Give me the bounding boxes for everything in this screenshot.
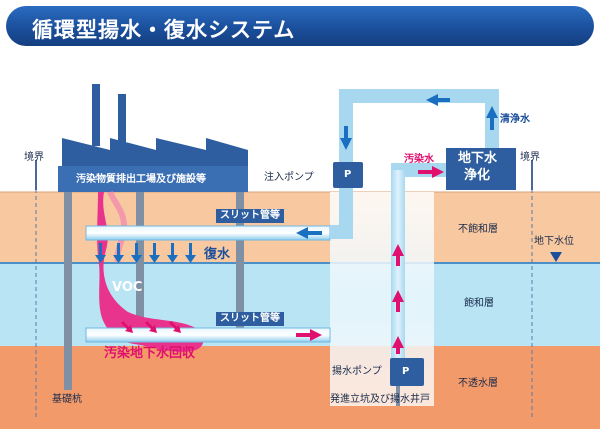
arrow-left-icon [426, 94, 438, 106]
contaminated-water-label: 汚染水 [404, 154, 434, 165]
title-bar: 循環型揚水・復水システム [6, 6, 594, 46]
pumping-pump-label: 揚水ポンプ [332, 366, 382, 377]
injection-pump-label: 注入ポンプ [264, 172, 314, 183]
saturated-layer-label: 飽和層 [464, 298, 494, 309]
slit-pipe-lower [85, 327, 331, 343]
arrow-down-icon [340, 138, 352, 150]
clean-water-label: 清浄水 [500, 114, 530, 125]
arrow-up-icon [486, 106, 498, 118]
slit-pipe-lower-label: スリット管等 [216, 312, 284, 326]
injection-drop-pipe [330, 176, 353, 239]
injection-pump-box [333, 162, 363, 188]
boundary-label-right: 境界 [520, 152, 540, 163]
purification-box [446, 148, 516, 190]
arrow-down-icon [344, 126, 348, 138]
shaft-well-label: 発進立坑及び揚水井戸 [330, 394, 430, 405]
voc-label: VOC [112, 280, 143, 295]
foundation-pile-label: 基礎杭 [52, 394, 82, 405]
pump-symbol-top: P [344, 169, 352, 180]
factory-base [58, 166, 248, 192]
recovery-arrows [120, 320, 181, 333]
factory-chimney [92, 84, 100, 146]
impermeable-layer-label: 不透水層 [458, 378, 498, 389]
impermeable-layer-band [0, 346, 600, 429]
slit-pipe-upper [85, 225, 331, 241]
slit-pipe-upper-label: スリット管等 [216, 209, 284, 223]
factory-roof [62, 138, 248, 166]
arrow-right-icon [418, 170, 432, 174]
arrow-left-icon [296, 227, 308, 239]
purification-label-line1: 地下水 [458, 151, 498, 166]
boundary-label-left: 境界 [24, 152, 44, 163]
factory-chimney [118, 94, 126, 146]
pump-symbol-bottom: P [402, 366, 410, 377]
riser-pipe [391, 170, 405, 370]
arrow-right-icon [432, 166, 444, 178]
groundwater-level-label: 地下水位 [534, 236, 574, 247]
riser-arrows [392, 244, 404, 354]
groundwater-level-icon [550, 252, 562, 262]
foundation-pile [136, 192, 144, 342]
arrow-up-icon [490, 118, 494, 130]
pumping-pump-box [390, 358, 424, 386]
reinjection-label: 復水 [204, 247, 231, 262]
factory-label: 汚染物質排出工場及び施設等 [76, 174, 206, 185]
arrow-right-icon [310, 329, 322, 341]
arrow-left-icon [308, 231, 322, 235]
foundation-pile [64, 192, 72, 390]
foundation-pile [236, 192, 244, 342]
purification-label-line2: 浄化 [464, 168, 491, 183]
arrow-right-icon [296, 333, 310, 337]
recovery-label: 汚染地下水回収 [104, 346, 196, 361]
voc-plume [97, 192, 204, 352]
arrow-left-icon [438, 98, 450, 102]
unsaturated-layer-label: 不飽和層 [458, 224, 498, 235]
page-title: 循環型揚水・復水システム [32, 18, 296, 42]
reinjection-arrows [95, 243, 196, 263]
